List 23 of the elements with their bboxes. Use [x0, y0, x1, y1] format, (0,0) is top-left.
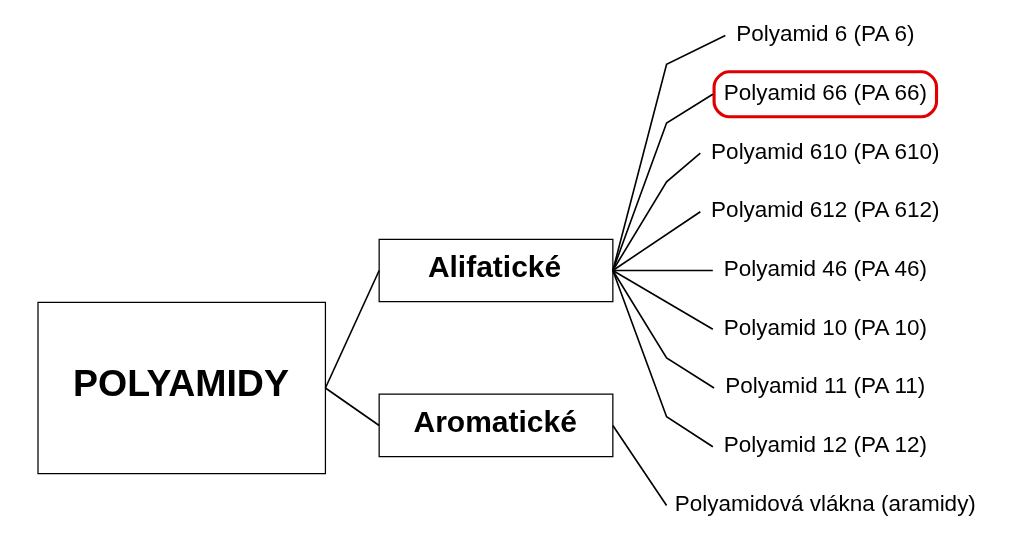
connector [611, 269, 714, 272]
connector [611, 269, 714, 448]
node-text: Polyamid 10 (PA 10) [723, 314, 927, 340]
node-text: Polyamid 610 (PA 610) [710, 138, 939, 164]
node-box: Alifatické [378, 238, 613, 303]
connector [324, 269, 380, 389]
connector [611, 424, 667, 507]
node-text: Polyamid 46 (PA 46) [723, 256, 927, 281]
node-box: Polyamid 66 (PA 66) [712, 70, 938, 119]
node-box: POLYAMIDY [36, 301, 326, 475]
node-text: Polyamid 612 (PA 612) [710, 197, 939, 223]
node-text: Polyamid 12 (PA 12) [723, 432, 927, 458]
connector [611, 93, 714, 272]
connector [324, 387, 380, 427]
node-text: Polyamidová vlákna (aramidy) [674, 490, 976, 516]
connector [611, 152, 701, 272]
connector [611, 269, 714, 331]
node-text: Polyamid 11 (PA 11) [724, 373, 925, 399]
connector [611, 34, 726, 272]
connector [611, 269, 715, 389]
node-box: Aromatické [378, 393, 613, 458]
node-text: Polyamid 6 (PA 6) [735, 21, 914, 47]
connector [611, 210, 701, 272]
